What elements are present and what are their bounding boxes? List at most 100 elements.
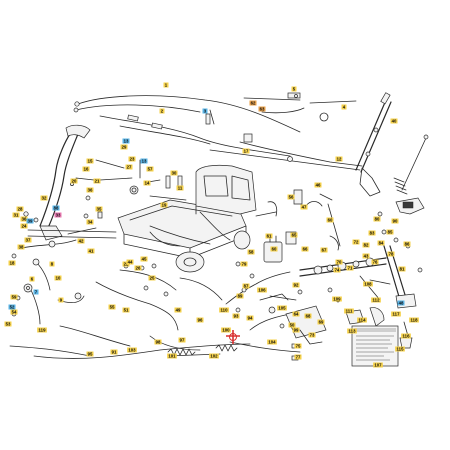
callout-highlight (277, 305, 287, 311)
callout-number: 97 (180, 338, 185, 343)
callout-5: 5 (291, 86, 297, 92)
callout-highlight (236, 293, 244, 299)
callout-100: 100 (221, 327, 231, 333)
callout-number: 102 (210, 354, 218, 359)
callout-highlight (287, 194, 295, 200)
callout-highlight (249, 100, 257, 106)
callout-number: 80 (375, 217, 380, 222)
callout-86: 86 (403, 241, 411, 247)
callout-highlight (126, 259, 134, 265)
callout-10: 10 (54, 275, 62, 281)
callout-number: 75 (296, 344, 301, 349)
callout-115: 115 (395, 346, 405, 352)
callout-highlight (128, 156, 136, 162)
callout-highlight (26, 218, 34, 224)
callout-78: 78 (387, 251, 395, 257)
callout-77: 77 (294, 354, 302, 360)
callout-number: 2 (161, 109, 164, 114)
callout-105: 105 (277, 305, 287, 311)
callout-number: 7 (35, 290, 38, 295)
callout-number: 25 (150, 276, 155, 281)
callout-number: 114 (359, 318, 367, 323)
callout-number: 14 (145, 181, 150, 186)
callout-highlight (125, 164, 133, 170)
callout-number: 60 (328, 218, 333, 223)
callout-number: 57 (148, 167, 153, 172)
callout-number: 5 (293, 87, 296, 92)
callout-number: 83 (370, 231, 375, 236)
callout-94: 94 (246, 315, 254, 321)
callout-highlight (86, 351, 94, 357)
callout-112: 112 (371, 297, 381, 303)
callout-highlight (368, 230, 376, 236)
callout-16: 16 (82, 166, 90, 172)
callout-71: 71 (346, 265, 354, 271)
callout-highlight (332, 296, 342, 302)
callout-highlight (16, 206, 24, 212)
callout-number: 53 (6, 322, 11, 327)
callout-21: 21 (93, 178, 101, 184)
callout-highlight (395, 346, 405, 352)
callout-number: 68 (306, 314, 311, 319)
callout-90: 90 (391, 218, 399, 224)
callout-number: 59 (12, 295, 17, 300)
callout-number: 50 (290, 323, 295, 328)
callout-number: 10 (56, 276, 61, 281)
callout-6: 6 (29, 276, 35, 282)
callout-82: 82 (362, 242, 370, 248)
callout-26: 26 (134, 265, 142, 271)
callout-highlight (397, 300, 405, 306)
callout-number: 48 (399, 301, 404, 306)
callout-62: 62 (249, 100, 257, 106)
callout-highlight (377, 240, 385, 246)
callout-highlight (341, 104, 347, 110)
callout-14: 14 (143, 180, 151, 186)
callout-highlight (347, 328, 357, 334)
callout-72: 72 (352, 239, 360, 245)
callout-74: 74 (333, 267, 341, 273)
callout-highlight (52, 205, 60, 211)
callout-number: 60 (272, 247, 277, 252)
callout-70: 70 (335, 259, 343, 265)
callout-number: 37 (26, 238, 31, 243)
callout-85: 85 (386, 229, 394, 235)
callout-highlight (391, 218, 399, 224)
callout-highlight (409, 317, 419, 323)
callout-50: 50 (288, 322, 296, 328)
callout-number: 106 (258, 288, 266, 293)
callout-highlight (10, 294, 18, 300)
callout-102: 102 (209, 353, 219, 359)
callout-highlight (317, 319, 325, 325)
callout-number: 110 (221, 308, 229, 313)
callout-highlight (326, 217, 334, 223)
callout-number: 8 (51, 262, 54, 267)
callout-highlight (20, 216, 28, 222)
callout-9: 9 (58, 297, 64, 303)
callout-number: 13 (142, 159, 147, 164)
callout-101: 101 (167, 353, 177, 359)
callout-76: 76 (371, 259, 379, 265)
callout-number: 24 (22, 224, 27, 229)
callout-73: 73 (308, 332, 316, 338)
callout-highlight (403, 241, 411, 247)
callout-59: 59 (10, 294, 18, 300)
callout-number: 22 (124, 262, 129, 267)
callout-number: 116 (403, 334, 411, 339)
callout-highlight (335, 259, 343, 265)
callout-39: 39 (26, 218, 34, 224)
callout-highlight (320, 247, 328, 253)
callout-highlight (86, 187, 94, 193)
callout-18: 18 (8, 260, 16, 266)
callout-number: 45 (142, 257, 147, 262)
callout-119: 119 (37, 327, 47, 333)
callout-number: 82 (364, 243, 369, 248)
callout-number: 4 (343, 105, 346, 110)
callout-number: 28 (18, 207, 23, 212)
callout-number: 78 (389, 252, 394, 257)
callout-highlight (87, 248, 95, 254)
callout-11: 11 (176, 185, 184, 191)
callout-93: 93 (232, 313, 240, 319)
callout-number: 3 (204, 109, 207, 114)
callout-79: 79 (240, 261, 248, 267)
